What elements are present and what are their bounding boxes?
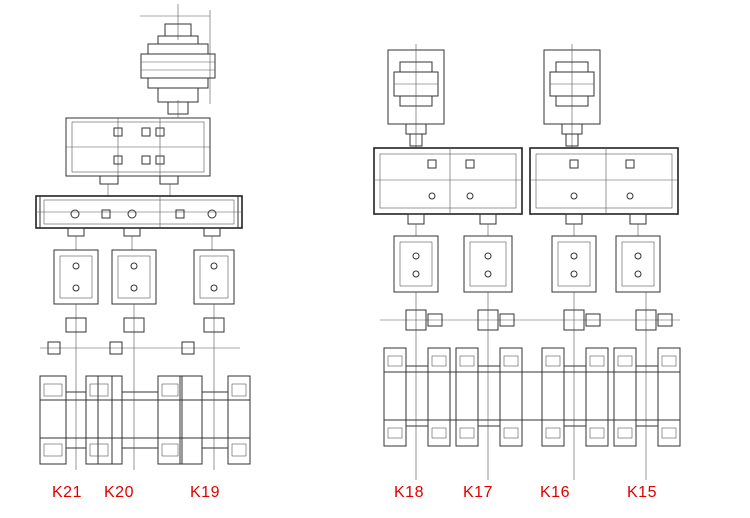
stand-label-k21: K21: [52, 484, 82, 501]
left-drive-assembly: [35, 4, 251, 470]
right-motor-b: [543, 44, 601, 148]
right-stand-gearboxes: [393, 224, 661, 480]
right-drive-assembly: [373, 44, 681, 480]
right-motor-a: [387, 44, 445, 148]
stand-label-k15: K15: [627, 484, 657, 501]
left-stand-gearboxes: [53, 236, 235, 470]
left-upper-gearbox: [65, 117, 211, 196]
left-couplings: [40, 317, 240, 355]
stand-label-k17: K17: [463, 484, 493, 501]
left-motor: [140, 4, 216, 118]
left-distribution-box: [35, 195, 243, 237]
left-roll-stands: [39, 375, 251, 465]
stand-label-k19: K19: [190, 484, 220, 501]
stand-label-k20: K20: [104, 484, 134, 501]
right-couplings: [380, 309, 680, 331]
stand-label-k16: K16: [540, 484, 570, 501]
right-gearbox-a: [373, 147, 523, 225]
right-gearbox-b: [529, 147, 679, 225]
right-roll-stands: [383, 347, 681, 447]
stand-label-k18: K18: [394, 484, 424, 501]
